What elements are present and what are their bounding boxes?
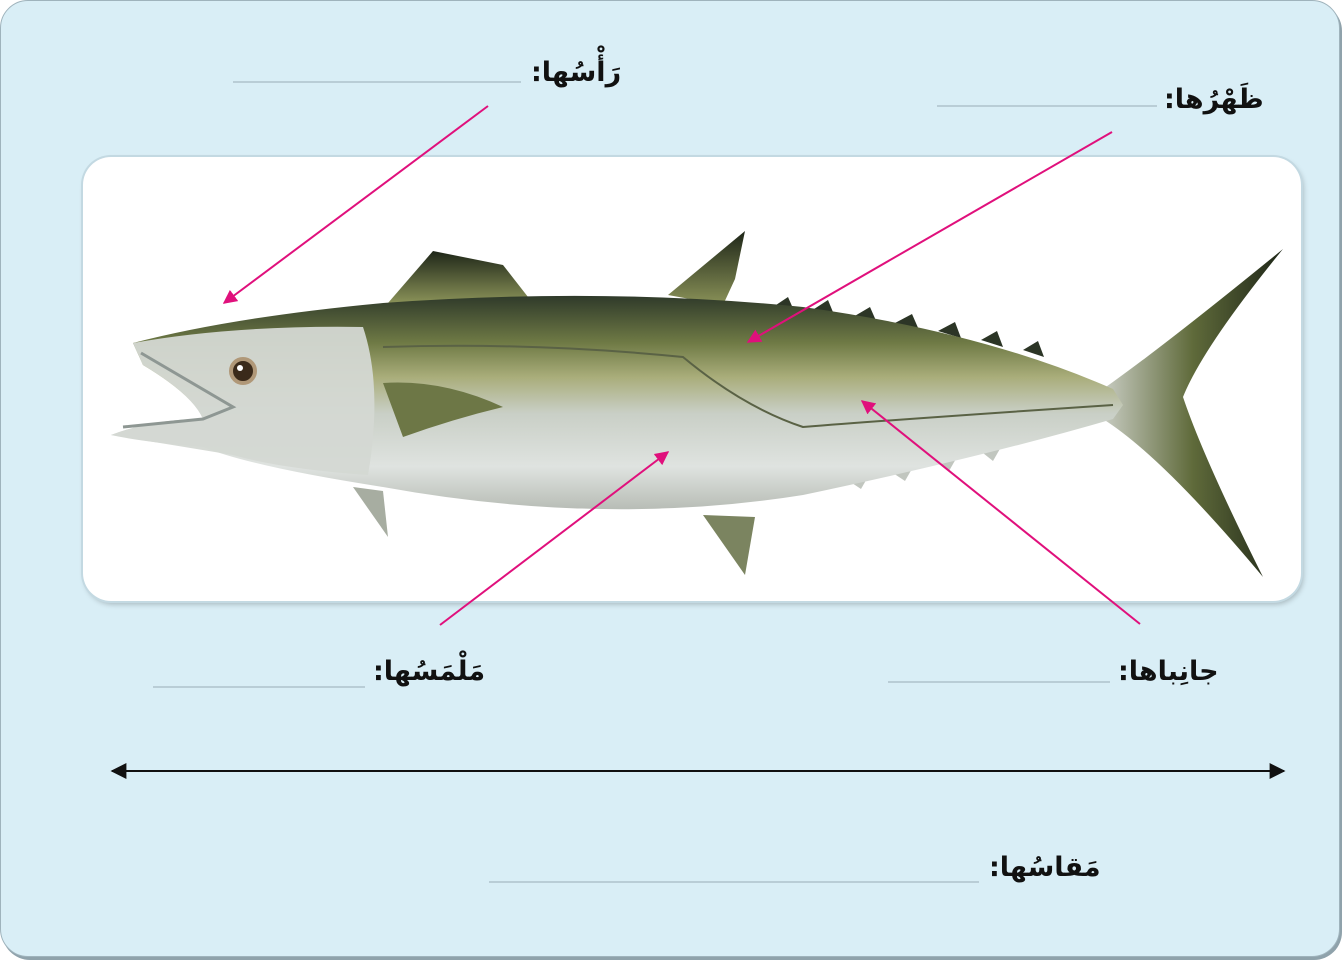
fish-photo: [83, 157, 1301, 601]
fish-eye-highlight: [237, 365, 243, 371]
fish-illustration: [83, 157, 1301, 601]
head-label: رَأْسُها:: [531, 57, 621, 88]
texture-answer-line[interactable]: [153, 686, 365, 688]
fish-eye: [231, 359, 255, 383]
back-label: ظَهْرُها:: [1164, 84, 1264, 115]
sides-label: جانِباها:: [1118, 656, 1219, 687]
sides-answer-line[interactable]: [888, 681, 1110, 683]
pelvic-fin: [353, 487, 388, 537]
head-answer-line[interactable]: [233, 81, 521, 83]
anal-fin: [703, 515, 755, 575]
dorsal-fin: [388, 251, 528, 303]
size-label: مَقاسُها:: [989, 852, 1101, 883]
texture-label: مَلْمَسُها:: [373, 656, 485, 687]
size-answer-line[interactable]: [489, 881, 979, 883]
second-dorsal-fin: [668, 231, 745, 305]
fish-head: [111, 327, 374, 475]
back-answer-line[interactable]: [937, 105, 1157, 107]
tail-fin: [1103, 249, 1283, 577]
